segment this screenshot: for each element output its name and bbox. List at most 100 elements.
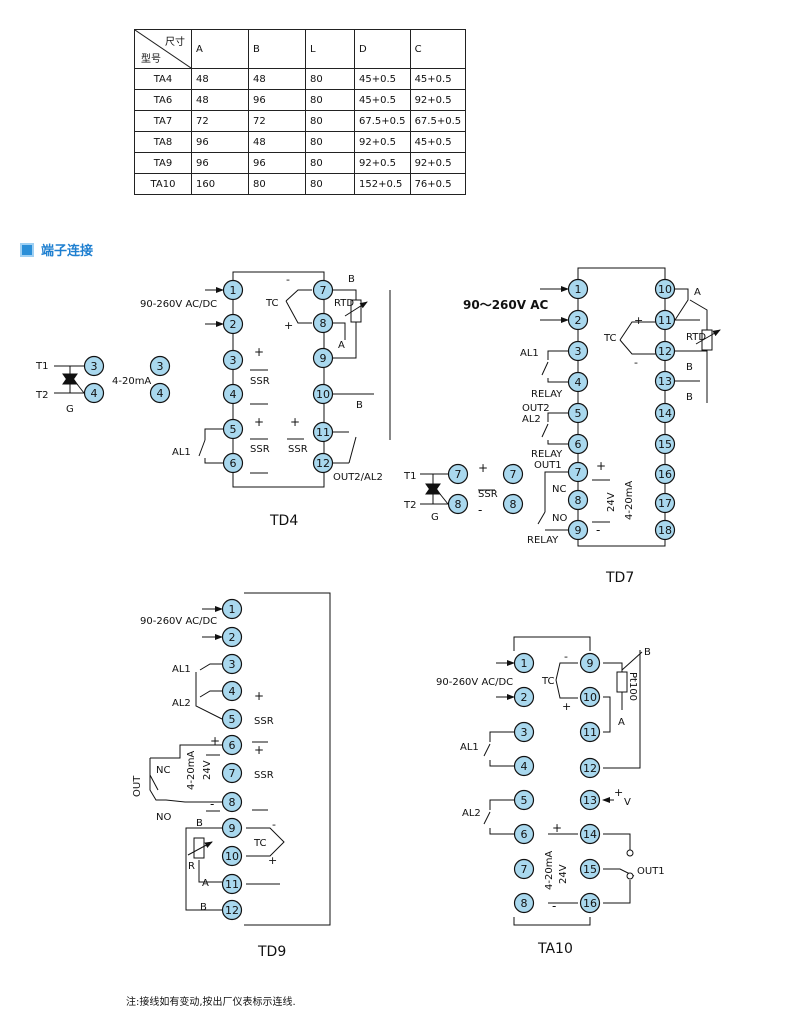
td9-tc-label: TC: [253, 838, 267, 849]
terminal-number: 3: [230, 354, 237, 367]
td4-ssr3-label: SSR: [288, 444, 308, 455]
terminal-circle: [312, 312, 334, 334]
terminal-circle: [312, 421, 334, 443]
td7-nc-label: NC: [552, 484, 566, 495]
terminal-number: 8: [575, 494, 582, 507]
td7-ssr-label: SSR: [478, 489, 498, 500]
td7-g-label: G: [431, 512, 439, 523]
section-heading: 端子连接: [20, 240, 93, 259]
td9-power-label: 90-260V AC/DC: [140, 616, 217, 627]
td9-24v-label: 24V: [202, 760, 213, 780]
terminal-number: 2: [230, 318, 237, 331]
terminal-circle: [567, 278, 589, 300]
terminal-circle: [654, 309, 676, 331]
ta10-tc-label: TC: [541, 676, 555, 687]
terminal-circle: [222, 349, 244, 371]
svg-text:+: +: [290, 415, 300, 429]
terminal-circle: [312, 347, 334, 369]
terminal-number: 11: [583, 726, 597, 739]
td7-title: TD7: [605, 570, 634, 586]
ta10-power-label: 90-260V AC/DC: [436, 677, 513, 688]
td7-out1-label: OUT1: [534, 460, 562, 471]
terminal-number: 9: [587, 657, 594, 670]
terminal-circle: [221, 762, 243, 784]
ta10-al1-label: AL1: [460, 742, 479, 753]
terminal-circle: [222, 452, 244, 474]
terminal-number: 13: [583, 794, 597, 807]
td4-title: TD4: [269, 513, 298, 529]
diagram-td4: [54, 271, 391, 488]
terminal-circle: [567, 489, 589, 511]
svg-text:+: +: [268, 854, 277, 867]
terminal-circle: [447, 463, 469, 485]
terminal-number: 4: [521, 760, 528, 773]
svg-text:-: -: [286, 273, 290, 286]
terminal-circle: [654, 370, 676, 392]
td9-nc-label: NC: [156, 765, 170, 776]
terminal-circle: [312, 383, 334, 405]
svg-text:+: +: [254, 689, 264, 703]
td7-tc-label: TC: [603, 333, 617, 344]
dimension-cell: 80: [248, 173, 306, 195]
terminal-circle: [221, 899, 243, 921]
terminal-number: 6: [575, 438, 582, 451]
td9-b1-label: B: [196, 818, 203, 829]
td9-labels: 90-260V AC/DC AL1 AL2 + SSR + + SSR - 4-…: [132, 616, 286, 960]
terminal-circle: [654, 463, 676, 485]
terminal-circle: [579, 823, 601, 845]
terminal-number: 9: [575, 524, 582, 537]
ta10-ma-label: 4-20mA: [544, 851, 555, 890]
terminal-number: 4: [91, 387, 98, 400]
ta10-open-terminals: [626, 849, 634, 880]
terminal-number: 8: [320, 317, 327, 330]
terminal-number: 15: [658, 438, 672, 451]
terminal-circle: [513, 652, 535, 674]
terminal-circle: [149, 355, 171, 377]
td7-ma-label: 4-20mA: [624, 481, 635, 520]
terminal-number: 3: [575, 345, 582, 358]
svg-text:-: -: [596, 523, 600, 537]
td9-b2-label: B: [200, 902, 207, 913]
terminal-circle: [312, 279, 334, 301]
terminal-circle: [221, 791, 243, 813]
svg-text:+: +: [254, 743, 264, 757]
td7-24v-label: 24V: [606, 492, 617, 512]
td4-labels: 90-260V AC/DC TC + - B RTD A B + SSR + S…: [35, 273, 383, 529]
terminal-number: 3: [91, 360, 98, 373]
ta10-al2-label: AL2: [462, 808, 481, 819]
terminal-circle: [149, 382, 171, 404]
terminal-number: 11: [316, 426, 330, 439]
svg-text:-: -: [478, 503, 482, 517]
terminal-circle: [222, 279, 244, 301]
td4-ma-label: 4-20mA: [112, 376, 151, 387]
terminal-circle: [513, 721, 535, 743]
td9-ssr2-label: SSR: [254, 770, 274, 781]
td9-al2-label: AL2: [172, 698, 191, 709]
td7-relay2-label: RELAY: [531, 449, 563, 460]
terminal-circle: [567, 519, 589, 541]
svg-text:+: +: [478, 461, 488, 475]
td7-al2-label: AL2: [522, 414, 541, 425]
terminal-circle: [221, 845, 243, 867]
ta10-title: TA10: [537, 941, 573, 957]
terminal-number: 4: [157, 387, 164, 400]
terminal-circle: [221, 626, 243, 648]
terminal-circle: [447, 493, 469, 515]
terminal-number: 12: [583, 762, 597, 775]
ta10-a-label: A: [618, 717, 625, 728]
td9-a-label: A: [202, 878, 209, 889]
terminal-number: 18: [658, 524, 672, 537]
terminal-circle: [654, 433, 676, 455]
terminal-number: 4: [229, 685, 236, 698]
td7-b2-label: B: [686, 392, 693, 403]
terminal-number: 8: [510, 498, 517, 511]
terminal-number: 12: [316, 457, 330, 470]
svg-text:-: -: [564, 650, 568, 663]
table-header-row: 尺寸 型号 A B L D C: [134, 29, 467, 69]
terminal-circle: [222, 383, 244, 405]
terminal-circle: [83, 382, 105, 404]
td9-al1-label: AL1: [172, 664, 191, 675]
terminal-number: 4: [230, 388, 237, 401]
td4-out2-label: OUT2/AL2: [333, 472, 383, 483]
